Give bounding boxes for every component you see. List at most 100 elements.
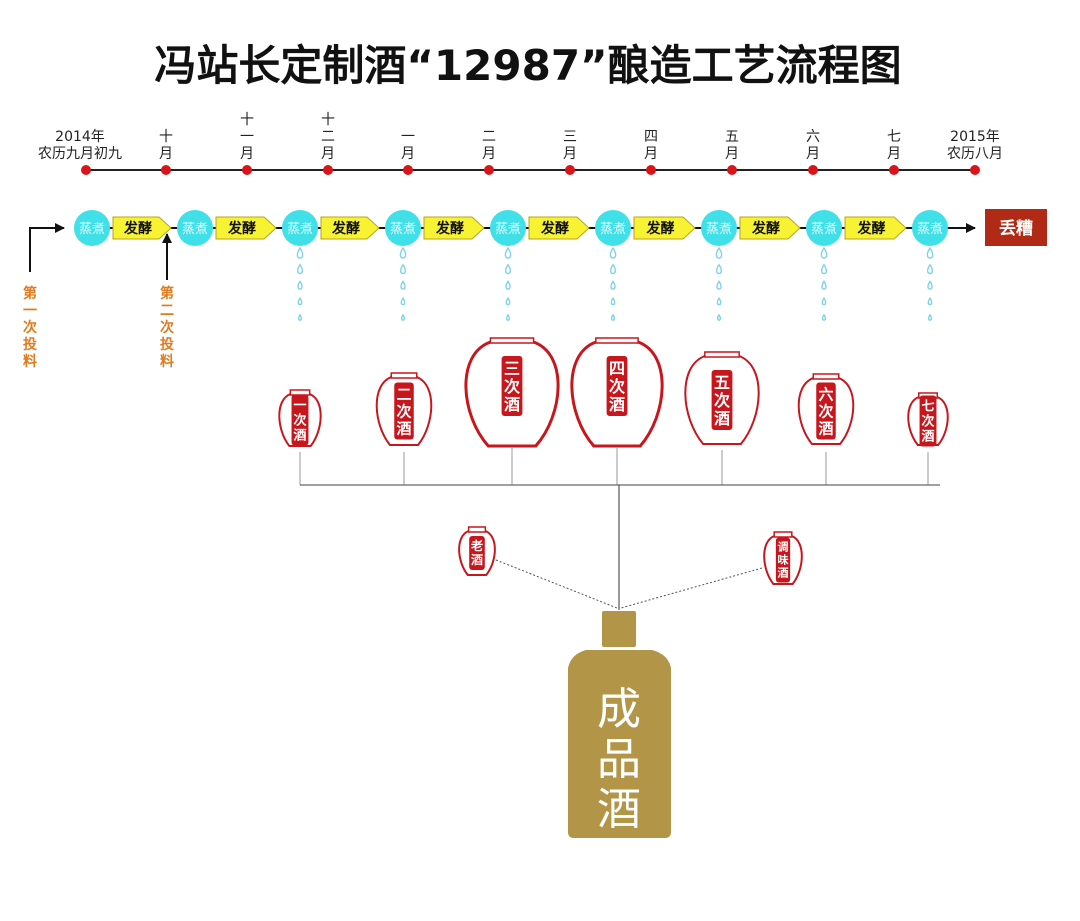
timeline-label: 月 — [725, 146, 739, 162]
timeline-label: 月 — [321, 146, 335, 162]
product-bottle: 成品酒 — [568, 611, 671, 838]
flavor-liquor-connector — [620, 567, 763, 609]
jar-label-bg — [291, 394, 309, 446]
timeline-dot — [889, 165, 899, 175]
timeline-label: 五 — [725, 129, 739, 145]
diagram-title: 冯站长定制酒“12987”酿造工艺流程图 — [154, 41, 901, 90]
svg-text:次: 次 — [160, 319, 174, 336]
jar-lid — [390, 372, 418, 379]
jar-6: 六次酒 — [797, 373, 855, 445]
ferment-label: 发酵 — [540, 220, 569, 237]
svg-text:一: 一 — [23, 303, 37, 319]
steam-label: 蒸煮 — [811, 222, 837, 237]
jar-label-bg — [501, 356, 523, 416]
steam-circle — [385, 210, 421, 246]
ferment-step: 发酵 — [633, 216, 696, 240]
drop-icon — [609, 246, 617, 259]
steam-label: 蒸煮 — [495, 222, 521, 237]
ferment-step: 发酵 — [320, 216, 380, 240]
jar-label: 六次酒 — [818, 386, 833, 438]
ferment-arrow — [320, 216, 380, 240]
timeline-label: 月 — [482, 146, 496, 162]
svg-text:四: 四 — [609, 359, 625, 378]
timeline-label: 月 — [887, 146, 901, 162]
steam-label: 蒸煮 — [600, 222, 626, 237]
drop-icon — [297, 280, 303, 290]
drop-icon — [820, 246, 828, 259]
jar-label: 五次酒 — [714, 373, 730, 428]
drop-icon — [715, 246, 723, 259]
discard-label: 丢糟 — [999, 218, 1033, 239]
svg-text:二: 二 — [396, 386, 411, 404]
jar-2: 二次酒 — [375, 372, 433, 446]
drop-icon — [504, 246, 512, 259]
svg-text:次: 次 — [504, 377, 520, 396]
timeline-label: 月 — [644, 146, 658, 162]
steam-step: 蒸煮 — [701, 210, 737, 246]
timeline-label: 三 — [563, 129, 577, 145]
timeline-dot — [970, 165, 980, 175]
svg-text:次: 次 — [293, 413, 306, 429]
old-liquor-connector — [495, 559, 618, 609]
jar-label-bg — [775, 537, 791, 583]
drop-icon — [716, 296, 722, 306]
jar-lid — [704, 351, 740, 358]
drop-icon — [296, 246, 304, 259]
jar-5: 五次酒 — [684, 351, 760, 445]
ferment-arrow — [633, 216, 696, 240]
svg-text:七: 七 — [921, 400, 934, 415]
svg-text:三: 三 — [504, 359, 520, 378]
jar-label-bg — [711, 370, 733, 430]
timeline-dot — [484, 165, 494, 175]
drop-icon — [715, 263, 723, 275]
svg-text:次: 次 — [609, 377, 625, 396]
ferment-step: 发酵 — [112, 216, 172, 240]
steam-circle — [177, 210, 213, 246]
svg-text:味: 味 — [778, 553, 789, 567]
drop-icon — [927, 296, 933, 306]
jar-label: 四次酒 — [609, 359, 625, 414]
svg-text:调: 调 — [778, 540, 789, 554]
timeline-label: 2015年 — [950, 129, 1000, 145]
steam-label: 蒸煮 — [287, 222, 313, 237]
jar-lid — [812, 373, 840, 380]
timeline-dot — [403, 165, 413, 175]
svg-text:次: 次 — [396, 403, 411, 421]
jar-label: 老酒 — [471, 538, 483, 567]
svg-text:五: 五 — [714, 373, 730, 392]
steam-step: 蒸煮 — [490, 210, 526, 246]
svg-text:品: 品 — [597, 734, 641, 785]
svg-text:酒: 酒 — [921, 430, 934, 445]
timeline-label: 一 — [401, 129, 415, 145]
steam-label: 蒸煮 — [182, 222, 208, 237]
first-feed-arrow — [29, 223, 65, 272]
drop-icon — [716, 280, 722, 290]
timeline-label: 十 — [159, 129, 173, 145]
timeline-label: 农历九月初九 — [38, 145, 122, 162]
ferment-arrow — [528, 216, 590, 240]
steam-circle — [806, 210, 842, 246]
steam-circle — [912, 210, 948, 246]
steam-circle — [74, 210, 110, 246]
steam-step: 蒸煮 — [912, 210, 948, 246]
steam-step: 蒸煮 — [595, 210, 631, 246]
svg-text:次: 次 — [714, 391, 730, 410]
jar-7: 七次酒 — [907, 392, 949, 447]
timeline-label: 月 — [159, 146, 173, 162]
svg-text:投: 投 — [160, 337, 174, 353]
ferment-arrow — [423, 216, 485, 240]
svg-text:酒: 酒 — [471, 553, 483, 567]
drop-icon — [927, 280, 933, 290]
timeline-dot — [81, 165, 91, 175]
drop-icon — [400, 296, 406, 306]
steam-circle — [701, 210, 737, 246]
timeline-label: 一 — [240, 129, 254, 145]
jar-label: 三次酒 — [504, 359, 520, 414]
jar-lid — [289, 389, 311, 396]
svg-text:料: 料 — [160, 353, 174, 370]
svg-text:酒: 酒 — [597, 784, 641, 835]
flavor-liquor-jar: 调味酒 — [763, 531, 803, 585]
steam-step: 蒸煮 — [806, 210, 842, 246]
jar-1: 一次酒 — [278, 389, 322, 447]
